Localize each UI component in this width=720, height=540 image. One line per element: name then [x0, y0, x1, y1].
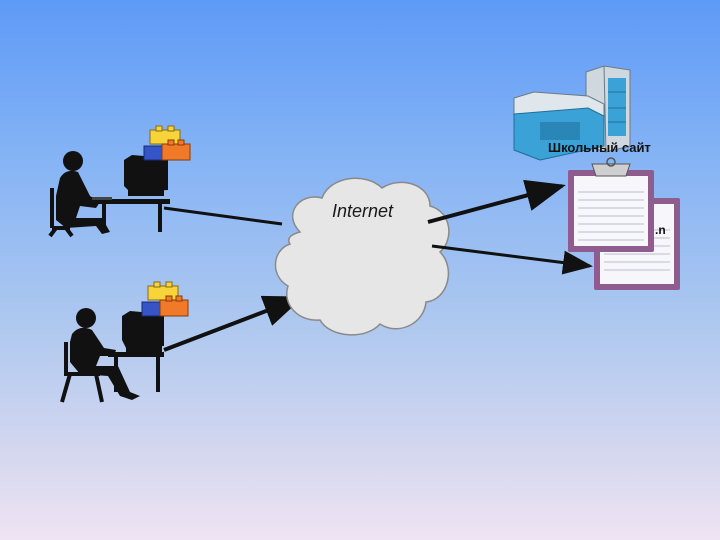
lego-blocks-bottom-icon	[141, 281, 189, 317]
server-label: Школьный сайт	[548, 140, 651, 155]
arrow-cloud-to-site	[427, 179, 566, 224]
internet-label: Internet	[332, 201, 394, 221]
lego-blocks-top-icon	[143, 125, 191, 161]
computer-user-top	[48, 151, 170, 238]
line-user-top-to-cloud	[163, 206, 283, 226]
arrow-cloud-to-page	[431, 244, 593, 275]
page-label: .n	[655, 223, 666, 237]
arrow-user-bottom-to-cloud	[163, 295, 304, 352]
clipboard-front-icon	[568, 157, 654, 252]
server-icon: Школьный сайт	[513, 65, 651, 161]
computer-user-bottom	[60, 308, 164, 403]
internet-cloud: Internet	[274, 177, 450, 336]
